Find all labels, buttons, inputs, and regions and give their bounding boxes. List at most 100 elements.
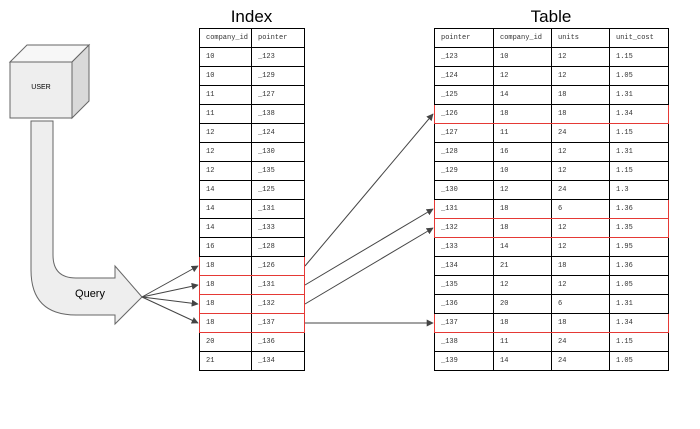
query-label: Query [75,288,105,300]
index-row: 11_138 [199,104,305,124]
table-cell: 18 [493,218,552,238]
index-cell: 10 [199,47,252,67]
index-row: 10_129 [199,66,305,86]
table-cell: 12 [551,275,610,295]
index-row: 14_133 [199,218,305,238]
table-cell: _126 [434,104,494,124]
table-cell: 12 [551,142,610,162]
table-cell: 11 [493,123,552,143]
pointer-link-arrow [304,113,434,267]
index-cell: _134 [251,351,305,371]
index-row: 11_127 [199,85,305,105]
query-flow-arrow [30,120,143,326]
index-cell: _124 [251,123,305,143]
index-lookup-arrow [141,296,199,307]
index-row: 18_137 [199,313,305,333]
index-row: 14_131 [199,199,305,219]
table-cell: _133 [434,237,494,257]
index-lookup-arrow [141,265,199,298]
table-cell: 20 [493,294,552,314]
index-cell: 12 [199,142,252,162]
table-cell: 14 [493,351,552,371]
table-cell: 6 [551,199,610,219]
index-cell: _127 [251,85,305,105]
index-lookup-arrows [141,265,199,324]
table-cell: _130 [434,180,494,200]
index-cell: 11 [199,85,252,105]
table-cell: 18 [551,85,610,105]
index-cell: _133 [251,218,305,238]
index-lookup-arrow [141,296,199,324]
user-cube-icon [8,43,91,120]
table-cell: 1.05 [609,66,669,86]
index-cell: _131 [251,275,305,295]
table-cell: _138 [434,332,494,352]
index-cell: _125 [251,180,305,200]
table-cell: _127 [434,123,494,143]
index-cell: 11 [199,104,252,124]
pointer-link-arrows [304,113,434,327]
index-cell: 21 [199,351,252,371]
table-cell: _134 [434,256,494,276]
table-cell: 12 [551,218,610,238]
table-header-cell: company_id [493,28,552,48]
index-row: 18_126 [199,256,305,276]
index-cell: _128 [251,237,305,257]
table-cell: 24 [551,123,610,143]
table-cell: 1.31 [609,294,669,314]
index-header-cell: pointer [251,28,305,48]
table-cell: 11 [493,332,552,352]
index-cell: 18 [199,294,252,314]
table-cell: 1.15 [609,47,669,67]
index-cell: _131 [251,199,305,219]
index-row: 10_123 [199,47,305,67]
table-cell: 18 [551,313,610,333]
index-cell: 16 [199,237,252,257]
table-cell: 1.95 [609,237,669,257]
index-cell: 18 [199,313,252,333]
index-cell: _138 [251,104,305,124]
index-cell: _136 [251,332,305,352]
index-cell: _126 [251,256,305,276]
table-cell: 18 [493,104,552,124]
table-cell: 16 [493,142,552,162]
index-lookup-arrow [141,282,199,298]
table-cell: _123 [434,47,494,67]
table-cell: 1.35 [609,218,669,238]
index-cell: 10 [199,66,252,86]
table-cell: _129 [434,161,494,181]
table-cell: 1.15 [609,332,669,352]
table-cell: 12 [493,66,552,86]
table-cell: 1.34 [609,104,669,124]
index-cell: 12 [199,161,252,181]
table-cell: 1.31 [609,142,669,162]
index-cell: 18 [199,256,252,276]
index-cell: _129 [251,66,305,86]
index-cell: 12 [199,123,252,143]
table-cell: 1.15 [609,161,669,181]
index-row: 18_132 [199,294,305,314]
table-cell: 18 [551,256,610,276]
table-cell: _137 [434,313,494,333]
table-cell: _132 [434,218,494,238]
table-cell: _128 [434,142,494,162]
table-cell: 18 [493,313,552,333]
index-title: Index [230,7,273,26]
table-cell: 1.15 [609,123,669,143]
table-cell: _136 [434,294,494,314]
table-cell: _135 [434,275,494,295]
